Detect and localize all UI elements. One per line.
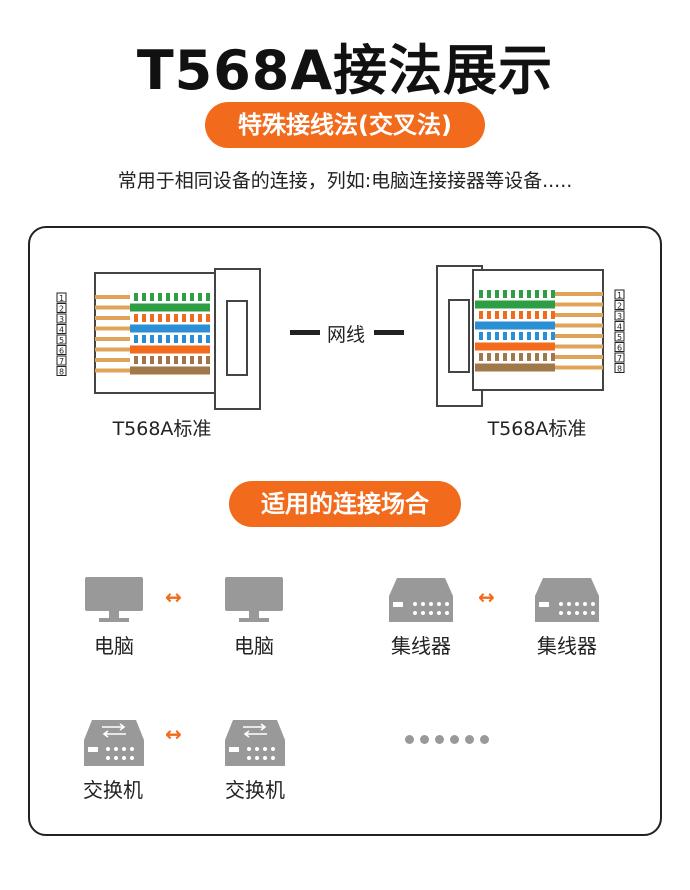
pin-number: 8 (617, 365, 622, 374)
pin-number: 3 (617, 312, 622, 321)
device-label: 电脑 (94, 634, 134, 658)
method-badge: 特殊接线法(交叉法) (205, 102, 485, 148)
left-connector-label: T568A标准 (112, 418, 212, 440)
section-badge: 适用的连接场合 (229, 481, 461, 527)
pin-number: 5 (59, 336, 64, 345)
pin-number: 8 (59, 368, 64, 377)
pin-number: 6 (617, 344, 622, 353)
monitor-icon (85, 577, 143, 622)
pin-number: 6 (59, 347, 64, 356)
arrow-icon: ↔ (478, 585, 495, 609)
cable-line-left (290, 330, 320, 335)
monitor-icon (225, 577, 283, 622)
hub-icon (389, 578, 453, 622)
page-title: T568A接法展示 (136, 39, 554, 102)
device-label: 交换机 (83, 778, 143, 802)
subtitle: 常用于相同设备的连接，列如:电脑连接接器等设备..... (117, 170, 573, 192)
pin-number: 1 (59, 294, 64, 303)
device-label: 电脑 (234, 634, 274, 658)
pin-number: 4 (617, 323, 622, 332)
device-label: 集线器 (391, 634, 451, 658)
pin-number: 1 (617, 291, 622, 300)
device-label: 集线器 (537, 634, 597, 658)
switch-icon (225, 720, 285, 766)
right-rj45-connector: 1 23 45 67 8 (436, 265, 625, 407)
content-panel (28, 226, 662, 836)
pin-number: 2 (59, 305, 64, 314)
right-connector-label: T568A标准 (487, 418, 587, 440)
hub-icon (535, 578, 599, 622)
pin-number: 3 (59, 315, 64, 324)
cable-line-right (374, 330, 404, 335)
more-ellipsis (405, 735, 489, 744)
pin-number: 7 (617, 354, 622, 363)
pin-number: 2 (617, 302, 622, 311)
arrow-icon: ↔ (165, 722, 182, 746)
left-rj45-connector: 1 23 45 67 8 (56, 268, 261, 410)
pin-number: 4 (59, 326, 64, 335)
arrow-icon: ↔ (165, 585, 182, 609)
device-label: 交换机 (225, 778, 285, 802)
pin-number: 5 (617, 333, 622, 342)
switch-icon (84, 720, 144, 766)
pin-number: 7 (59, 357, 64, 366)
cable-label: 网线 (326, 324, 365, 346)
